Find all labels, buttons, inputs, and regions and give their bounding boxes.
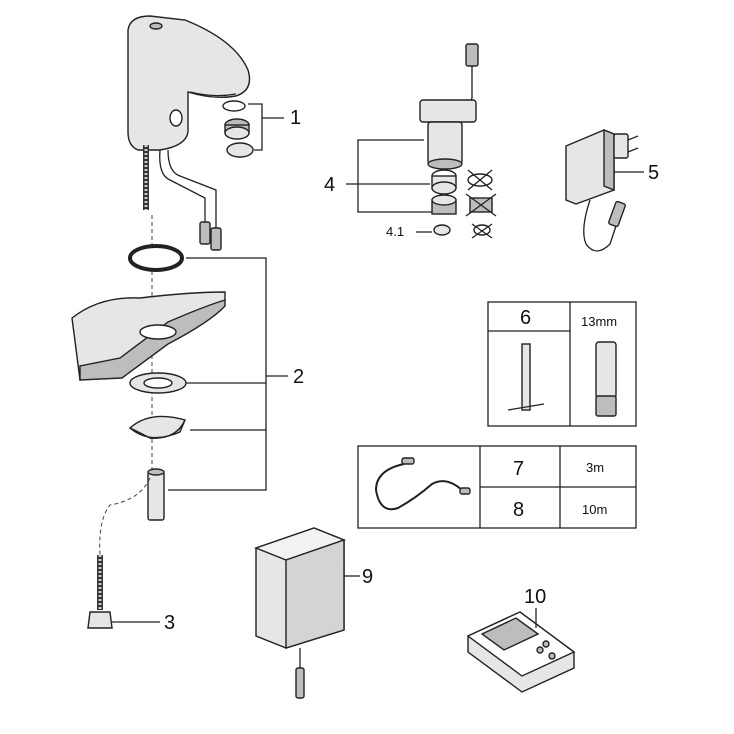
callout-2: 2	[293, 366, 304, 388]
cable-length-7: 3m	[586, 460, 604, 475]
cable-length-8: 10m	[582, 502, 607, 517]
callout-8: 8	[513, 499, 524, 521]
faucet-body	[127, 15, 251, 151]
tool-table	[487, 301, 637, 427]
tool-size-label: 13mm	[581, 314, 617, 329]
callout-4: 4	[324, 174, 335, 196]
mounting-kit	[71, 244, 288, 521]
callout-9: 9	[362, 566, 373, 588]
callout-1: 1	[290, 107, 301, 129]
callout-3: 3	[164, 612, 175, 634]
braided-supply-hose	[143, 145, 222, 251]
callout-6: 6	[520, 307, 531, 329]
aerator-set	[222, 100, 284, 158]
cable-table	[357, 445, 637, 529]
callout-10: 10	[524, 586, 546, 608]
solenoid-valve-unit	[346, 43, 497, 239]
callout-4-1: 4.1	[386, 224, 404, 239]
flexible-connection-hose	[87, 477, 160, 629]
control-box	[253, 527, 360, 699]
power-adapter	[565, 128, 644, 252]
remote-control	[466, 608, 576, 693]
callout-7: 7	[513, 458, 524, 480]
callout-5: 5	[648, 162, 659, 184]
